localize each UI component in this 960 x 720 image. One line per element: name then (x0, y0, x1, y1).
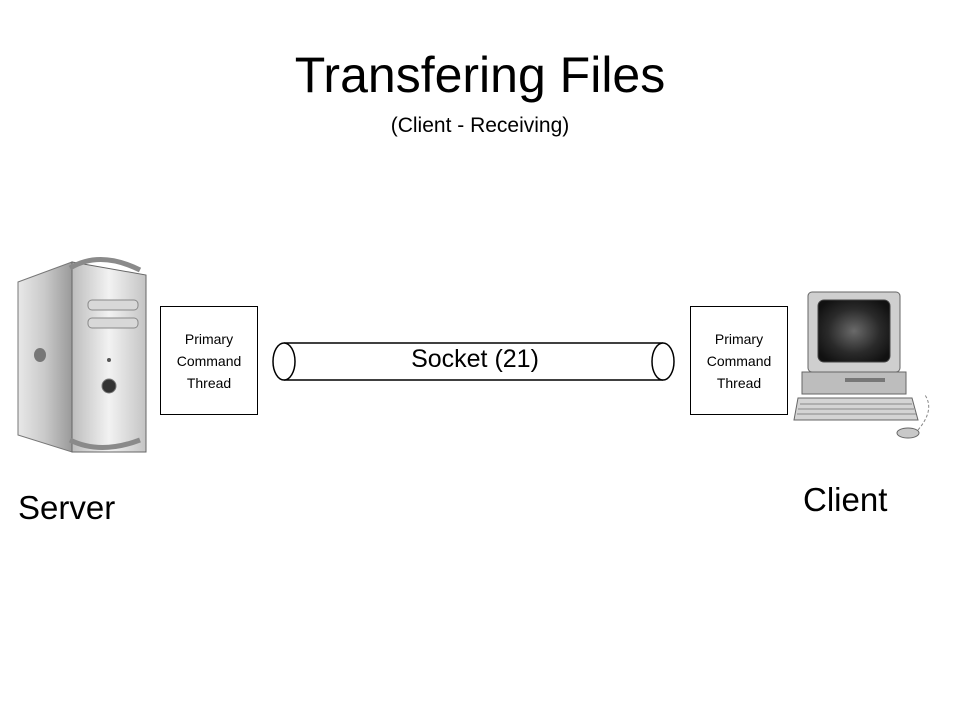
thread-label-line: Primary (184, 330, 234, 347)
client-label: Client (803, 481, 888, 518)
thread-label-line: Thread (716, 374, 762, 391)
thread-label-line: Command (706, 352, 772, 369)
server-primary-command-thread: Primary Command Thread (160, 306, 258, 415)
thread-label-line: Command (176, 352, 242, 369)
thread-label-line: Thread (186, 374, 232, 391)
slide-subtitle: (Client - Receiving) (390, 114, 570, 137)
server-label: Server (18, 489, 116, 526)
thread-label-line: Primary (714, 330, 764, 347)
socket-label: Socket (21) (411, 345, 539, 373)
client-primary-command-thread: Primary Command Thread (690, 306, 788, 415)
slide-title: Transfering Files (294, 47, 666, 103)
